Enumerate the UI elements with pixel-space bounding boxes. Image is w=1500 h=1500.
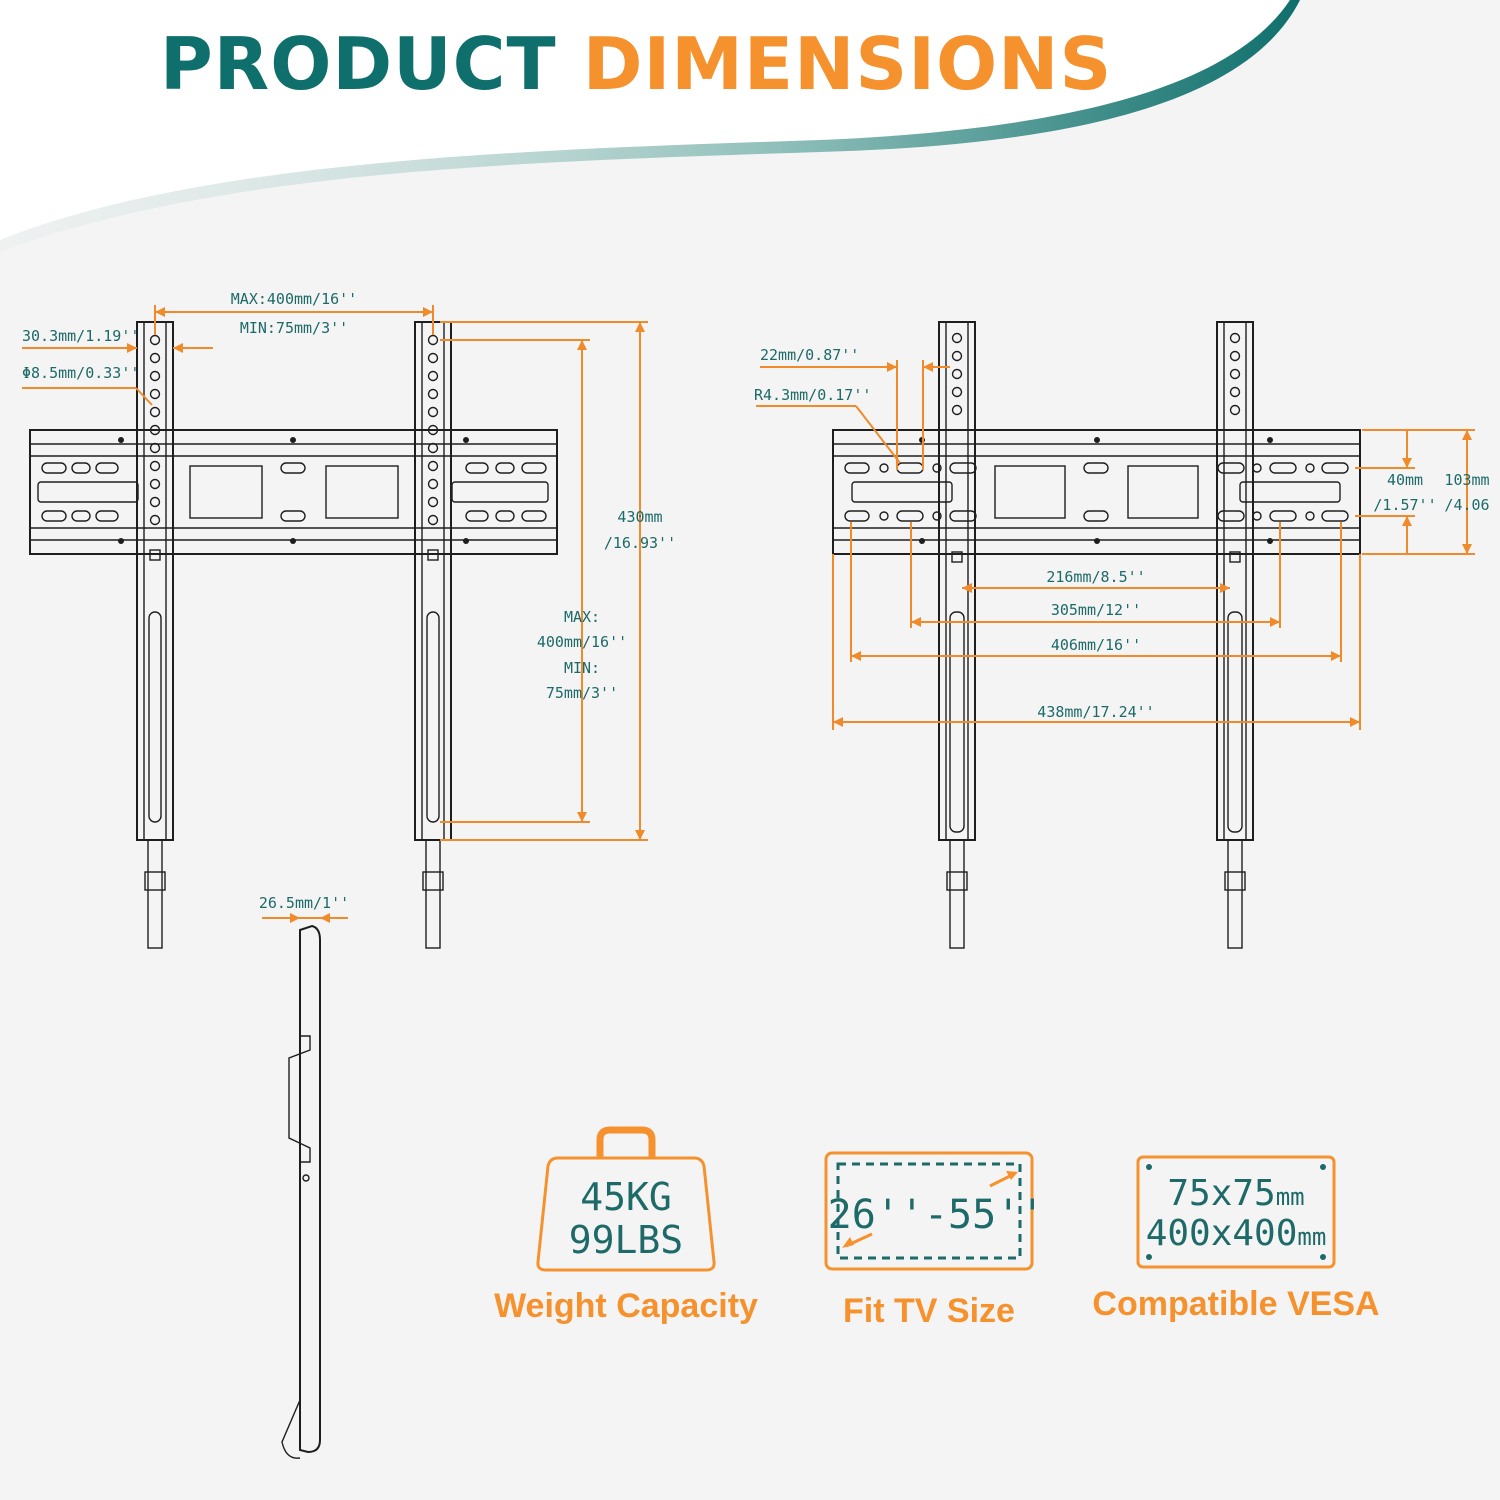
plate-view: 22mm/0.87'' R4.3mm/0.17'' 40mm /1.57'' 1… <box>754 321 1490 949</box>
plate-right-arm <box>1216 321 1254 949</box>
header-band <box>0 0 1300 252</box>
hole-spacing-max-label: MAX:400mm/16'' <box>231 290 357 308</box>
compatible-vesa-label: Compatible VESA <box>1092 1285 1379 1323</box>
front-dimension-lines <box>22 305 648 841</box>
tv-size-icon <box>824 1151 1034 1271</box>
feature-compatible-vesa: 75x75mm 400x400mm Compatible VESA <box>1092 1155 1380 1323</box>
front-wall-plate <box>29 429 558 555</box>
slot-width-label: 22mm/0.87'' <box>760 346 859 364</box>
plate-dimension-lines <box>756 360 1475 730</box>
vesa-icon <box>1136 1155 1336 1269</box>
weight-capacity-label: Weight Capacity <box>494 1287 758 1325</box>
front-view: MAX:400mm/16'' MIN:75mm/3'' 30.3mm/1.19'… <box>22 290 676 949</box>
hole-spacing-min-label: MIN:75mm/3'' <box>240 319 348 337</box>
vesa-large: 400x400mm <box>1146 1213 1327 1254</box>
depth-label: 26.5mm/1'' <box>259 894 349 912</box>
front-right-arm <box>414 321 452 949</box>
overall-height-label-2: /16.93'' <box>604 534 676 552</box>
front-dimension-labels: MAX:400mm/16'' MIN:75mm/3'' 30.3mm/1.19'… <box>22 290 676 702</box>
front-left-arm <box>136 321 174 949</box>
plate-height-label-2: /4.06 <box>1444 496 1489 514</box>
hole-diameter-label: Φ8.5mm/0.33'' <box>22 364 139 382</box>
span-406-label: 406mm/16'' <box>1051 636 1141 654</box>
plate-wall-plate <box>832 429 1361 563</box>
plate-left-arm <box>938 321 976 949</box>
page-title: PRODUCT DIMENSIONS <box>160 22 1112 106</box>
tv-size-range: 26''-55'' <box>828 1192 1045 1238</box>
vesa-small: 75x75mm <box>1167 1173 1304 1214</box>
span-216-label: 216mm/8.5'' <box>1046 568 1145 586</box>
side-view: 26.5mm/1'' <box>259 894 349 1459</box>
overall-height-label-1: 430mm <box>617 508 662 526</box>
arm-width-label: 30.3mm/1.19'' <box>22 327 139 345</box>
fit-tv-size-label: Fit TV Size <box>843 1292 1015 1330</box>
plate-height-label-1: 103mm <box>1444 471 1489 489</box>
weight-kg: 45KG <box>580 1175 672 1219</box>
vertical-max-label: MAX: <box>564 608 600 626</box>
page-title-part1: PRODUCT <box>160 22 557 106</box>
slot-radius-label: R4.3mm/0.17'' <box>754 386 871 404</box>
feature-fit-tv-size: 26''-55'' Fit TV Size <box>824 1151 1045 1330</box>
feature-weight-capacity: 45KG 99LBS Weight Capacity <box>494 1126 758 1325</box>
span-305-label: 305mm/12'' <box>1051 601 1141 619</box>
vertical-min-value: 75mm/3'' <box>546 684 618 702</box>
vertical-min-label: MIN: <box>564 659 600 677</box>
plate-dimension-labels: 22mm/0.87'' R4.3mm/0.17'' 40mm /1.57'' 1… <box>754 346 1490 721</box>
vertical-max-value: 400mm/16'' <box>537 633 627 651</box>
slot-pitch-label-1: 40mm <box>1387 471 1423 489</box>
weight-icon <box>536 1126 716 1272</box>
span-438-label: 438mm/17.24'' <box>1037 703 1154 721</box>
page-title-part2: DIMENSIONS <box>582 22 1113 106</box>
weight-lbs: 99LBS <box>569 1218 683 1262</box>
slot-pitch-label-2: /1.57'' <box>1373 496 1436 514</box>
